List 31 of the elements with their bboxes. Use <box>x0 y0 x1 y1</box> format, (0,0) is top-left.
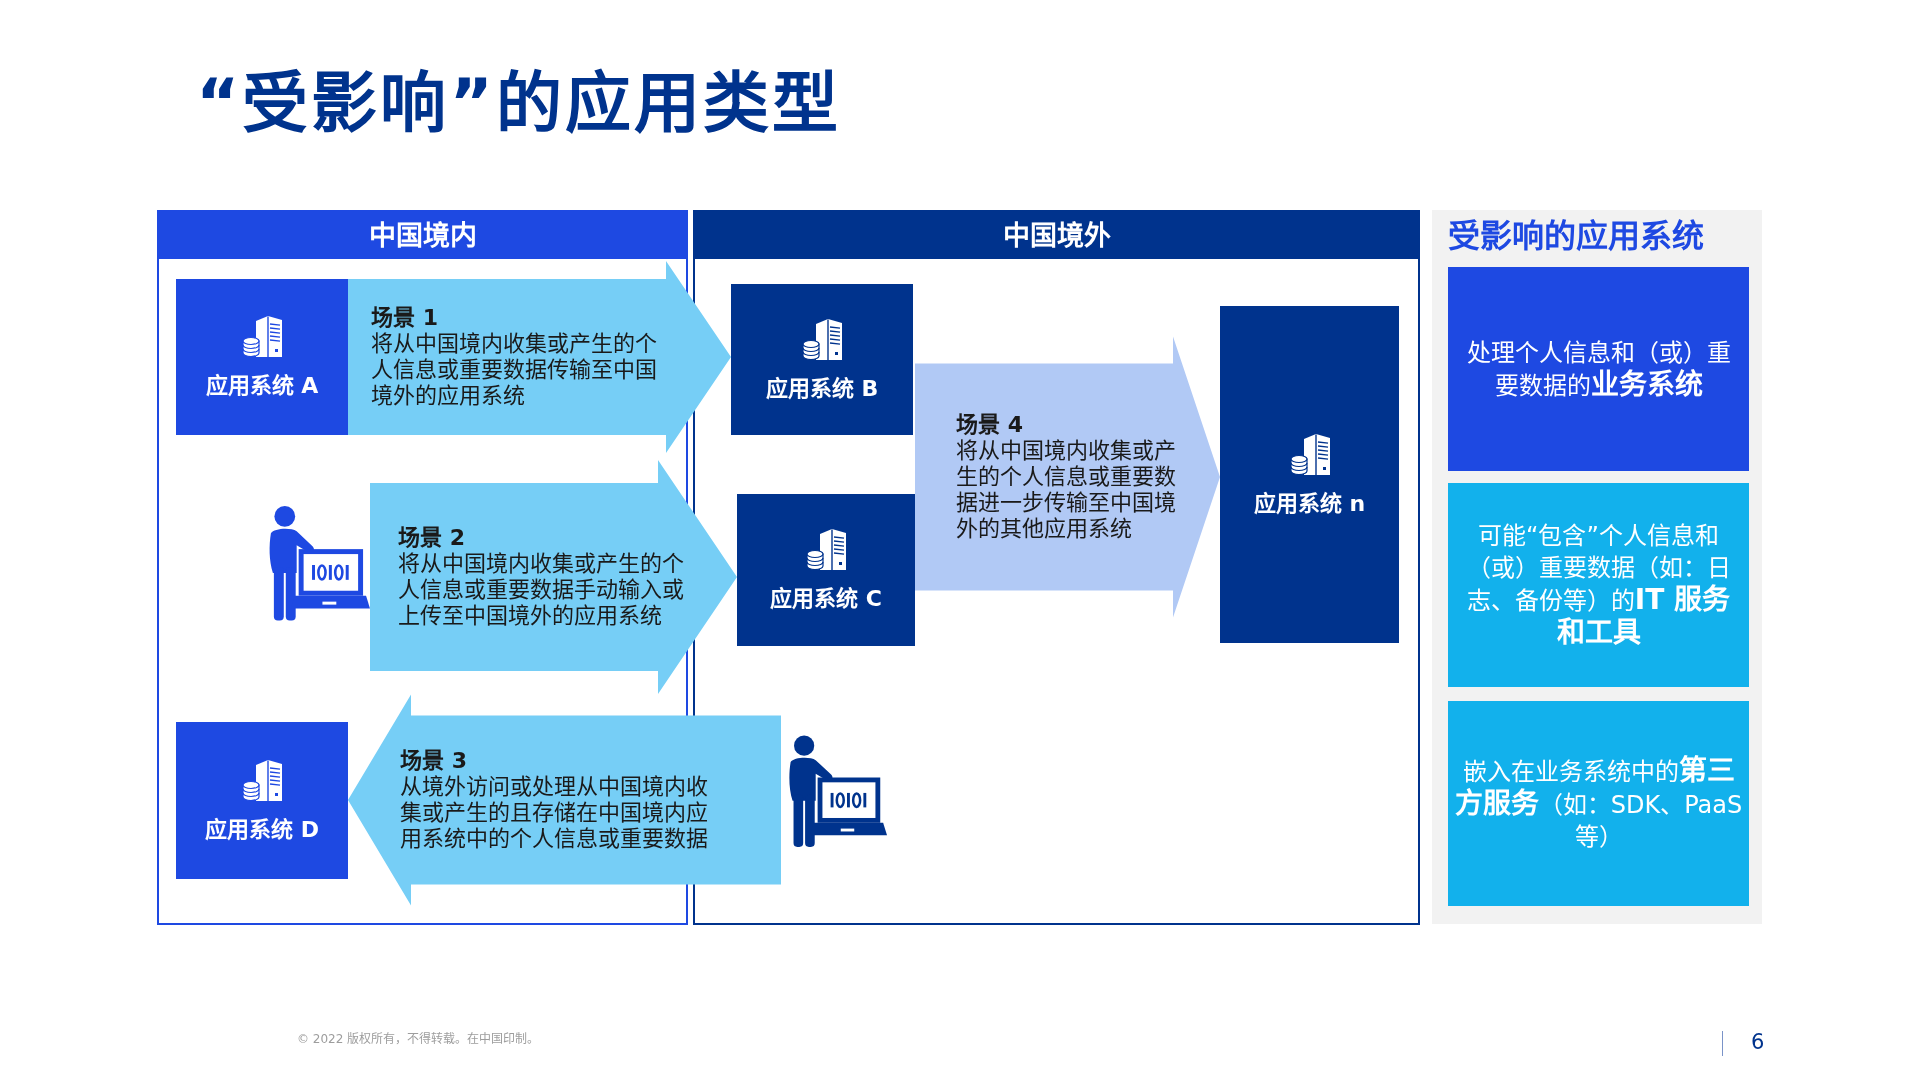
region-panel <box>157 210 688 925</box>
panel-header: 中国境外 <box>695 212 1418 259</box>
edge-label: 场景 3 从境外访问或处理从中国境内收集或产生的且存储在中国境内应用系统中的个人信息或重要数据 <box>400 748 709 852</box>
panel-heading: 受影响的应用系统 <box>1448 216 1704 256</box>
info-text: 处理个人信息和（或）重要数据的业务系统 <box>1465 337 1732 402</box>
system-label: 应用系统 D <box>205 816 319 843</box>
info-box <box>1448 701 1749 906</box>
system-label: 应用系统 C <box>770 586 882 612</box>
block-arrow <box>348 261 731 453</box>
side-panel <box>1432 210 1762 924</box>
app-system-box <box>737 494 915 646</box>
edge-label: 场景 4 将从中国境内收集或产生的个人信息或重要数据进一步传输至中国境外的其他应用系统 <box>956 412 1177 542</box>
block-arrow <box>348 694 781 906</box>
copyright-note: © 2022 版权所有，不得转载。在中国印制。 <box>297 1031 540 1047</box>
panel-header: 中国境内 <box>159 212 686 259</box>
system-label: 应用系统 B <box>765 375 879 402</box>
app-system-box <box>176 279 348 435</box>
app-system-box <box>1220 306 1399 643</box>
info-text: 嵌入在业务系统中的第三方服务（如：SDK、PaaS等） <box>1453 754 1744 853</box>
app-system-box <box>731 284 913 435</box>
block-arrow <box>370 460 737 694</box>
info-text: 可能“包含”个人信息和（或）重要数据（如：日志、备份等）的IT 服务和工具 <box>1465 521 1732 650</box>
slide-title: “受影响”的应用类型 <box>196 64 841 144</box>
edge-label: 场景 2 将从中国境内收集或产生的个人信息或重要数据手动输入或上传至中国境外的应用系统 <box>398 525 685 629</box>
app-system-box <box>176 722 348 879</box>
info-box <box>1448 483 1749 687</box>
info-box <box>1448 267 1749 471</box>
system-label: 应用系统 n <box>1253 490 1366 517</box>
page-number: 6 <box>1751 1029 1765 1055</box>
system-label: 应用系统 A <box>205 373 319 399</box>
edge-label: 场景 1 将从中国境内收集或产生的个人信息或重要数据传输至中国境外的应用系统 <box>371 305 658 409</box>
